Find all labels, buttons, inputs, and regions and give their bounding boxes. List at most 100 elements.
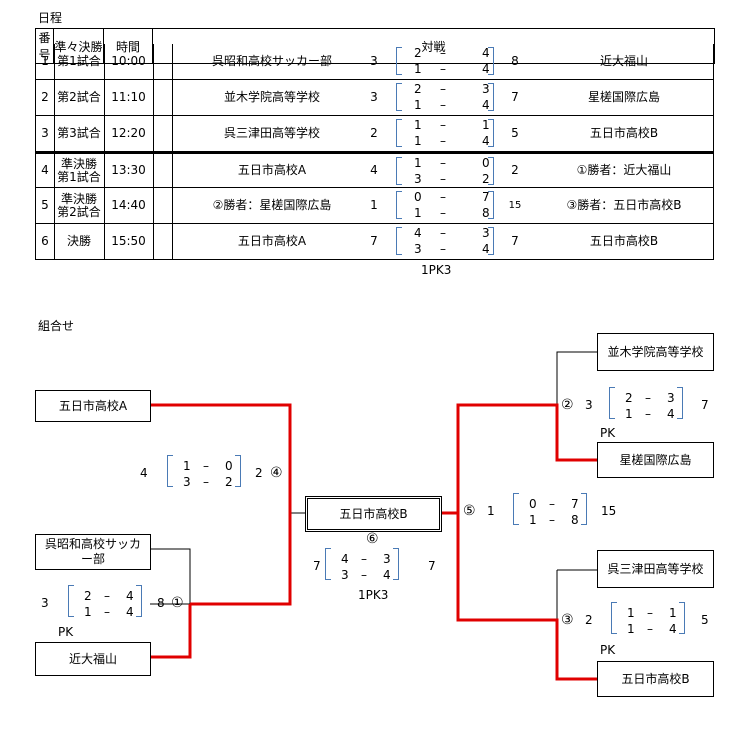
score-dash: – xyxy=(440,62,446,76)
match-pk-label: PK xyxy=(600,426,616,440)
score-first-half-left: 2 xyxy=(414,46,422,60)
score-first-half-right: 3 xyxy=(482,226,490,240)
match-right-total: 7 xyxy=(701,398,709,412)
header-match: 対戦 xyxy=(151,28,716,64)
row-right-total: 8 xyxy=(511,54,519,68)
row-left-team: ②勝者：星槎国際広島 xyxy=(212,198,332,212)
schedule-title: 日程 xyxy=(38,11,63,25)
match-score-2-right: 2 xyxy=(225,475,233,489)
row-right-total: 15 xyxy=(508,200,522,211)
score-second-half-left: 3 xyxy=(414,242,422,256)
match-score-dash: – xyxy=(361,568,367,582)
match-score-1-left: 2 xyxy=(84,589,92,603)
team-box-seisa: 星槎国際広島 xyxy=(597,442,714,478)
row-no: 3 xyxy=(41,126,49,140)
match-score-1-left: 0 xyxy=(529,497,537,511)
score-first-half-left: 0 xyxy=(414,190,422,204)
score-dash: – xyxy=(440,242,446,256)
score-first-half-left: 4 xyxy=(414,226,422,240)
team-box-gokaichi-a: 五日市高校A xyxy=(35,390,151,422)
match-score-2-right: 4 xyxy=(667,407,675,421)
score-bracket-right xyxy=(488,119,494,147)
match-score-2-right: 4 xyxy=(383,568,391,582)
score-dash: – xyxy=(440,206,446,220)
score-second-half-left: 1 xyxy=(414,98,422,112)
match-score-dash: – xyxy=(549,497,555,511)
match-score-1-right: 3 xyxy=(383,552,391,566)
row-time: 12:20 xyxy=(111,126,146,140)
match-bracket-left xyxy=(609,387,615,419)
match-score-dash: – xyxy=(104,605,110,619)
score-first-half-right: 0 xyxy=(482,156,490,170)
match-score-1-right: 0 xyxy=(225,459,233,473)
match-left-total: 3 xyxy=(41,596,49,610)
match-score-1-left: 2 xyxy=(625,391,633,405)
row-right-team: ③勝者：五日市高校B xyxy=(566,198,682,212)
match-number-mark: ① xyxy=(171,595,184,611)
row-right-team: ①勝者：近大福山 xyxy=(576,163,672,177)
match-bracket-right xyxy=(581,493,587,525)
header-round: 準々決勝 xyxy=(53,28,104,64)
score-second-half-left: 1 xyxy=(414,62,422,76)
match-bracket-right xyxy=(136,585,142,617)
score-bracket-left xyxy=(396,47,402,75)
score-first-half-right: 4 xyxy=(482,46,490,60)
match-number-mark: ④ xyxy=(270,465,283,481)
row-left-team: 並木学院高等学校 xyxy=(223,90,320,104)
match-score-dash: – xyxy=(203,475,209,489)
match-left-total: 7 xyxy=(313,559,321,573)
score-second-half-right: 4 xyxy=(482,134,490,148)
score-second-half-right: 8 xyxy=(482,206,490,220)
match-score-dash: – xyxy=(361,552,367,566)
match-bracket-right xyxy=(677,387,683,419)
score-bracket-left xyxy=(396,227,402,255)
row-right-team: 五日市高校B xyxy=(589,126,659,140)
match-bracket-left xyxy=(167,455,173,487)
match-number-mark: ③ xyxy=(561,612,574,628)
row-right-team: 星槎国際広島 xyxy=(587,90,660,104)
match-right-total: 7 xyxy=(428,559,436,573)
match-bracket-left xyxy=(68,585,74,617)
match-right-total: 8 xyxy=(157,596,165,610)
row-time: 15:50 xyxy=(111,234,146,248)
row-no: 5 xyxy=(41,198,49,212)
row-left-total: 3 xyxy=(370,54,378,68)
score-second-half-right: 4 xyxy=(482,242,490,256)
score-dash: – xyxy=(440,226,446,240)
row-no: 6 xyxy=(41,234,49,248)
match-right-total: 15 xyxy=(601,504,617,518)
team-box-kindai-fukuyama: 近大福山 xyxy=(35,642,151,676)
score-first-half-left: 1 xyxy=(414,156,422,170)
team-box-kure-showa: 呉昭和高校サッカー部 xyxy=(35,534,151,570)
row-right-total: 7 xyxy=(511,90,519,104)
match-score-2-right: 4 xyxy=(669,622,677,636)
match-left-total: 4 xyxy=(140,466,148,480)
match-score-dash: – xyxy=(647,622,653,636)
match-bracket-right xyxy=(393,548,399,580)
score-second-half-right: 4 xyxy=(482,62,490,76)
row-left-team: 五日市高校A xyxy=(237,234,307,248)
match-number-mark: ⑤ xyxy=(463,503,476,519)
row-round: 準決勝 第1試合 xyxy=(57,156,101,184)
match-pk-label: 1PK3 xyxy=(358,588,389,602)
match-number-mark: ⑥ xyxy=(366,531,379,547)
match-score-2-left: 1 xyxy=(625,407,633,421)
row-no: 1 xyxy=(41,54,49,68)
match-score-1-left: 1 xyxy=(183,459,191,473)
schedule-footnote: 1PK3 xyxy=(421,263,452,277)
match-score-2-left: 1 xyxy=(84,605,92,619)
bracket-title: 組合せ xyxy=(38,319,75,333)
row-round: 第3試合 xyxy=(57,126,101,140)
score-first-half-right: 1 xyxy=(482,118,490,132)
score-bracket-right xyxy=(488,47,494,75)
match-score-1-right: 7 xyxy=(571,497,579,511)
row-round: 決勝 xyxy=(66,234,91,248)
schedule-table: 番号 準々決勝 時間 対戦 xyxy=(35,28,716,64)
score-bracket-right xyxy=(488,227,494,255)
score-bracket-right xyxy=(488,191,494,219)
row-left-total: 7 xyxy=(370,234,378,248)
match-score-dash: – xyxy=(203,459,209,473)
score-second-half-right: 4 xyxy=(482,98,490,112)
